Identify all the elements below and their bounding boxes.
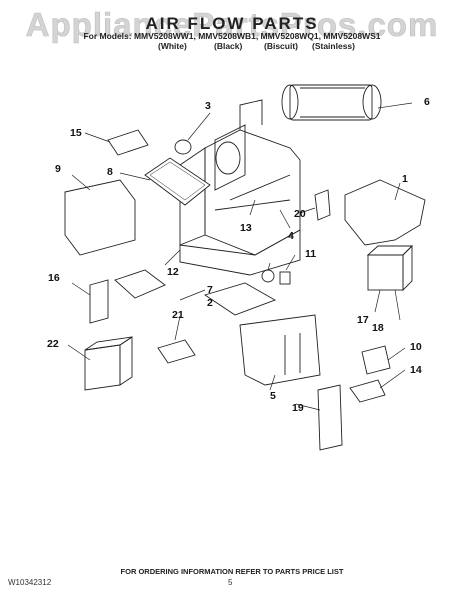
part-8-filter-panel [144,157,211,206]
callout-1: 1 [402,173,408,185]
part-22-housing [84,336,133,391]
callout-7: 7 [207,284,213,296]
callout-20: 20 [294,208,306,220]
cavity-frame [179,99,301,276]
callout-5: 5 [270,390,276,402]
callout-13: 13 [240,222,252,234]
watermark: AppliancePartsPros.com [25,6,439,44]
callout-22: 22 [47,338,59,350]
color-biscuit: (Biscuit) [264,41,298,51]
callout-2: 2 [207,297,213,309]
part-19-bracket [317,384,343,451]
part-5-control-panel [239,314,321,386]
part-11-socket [279,271,291,285]
part-4-lamp [261,269,275,283]
callout-9: 9 [55,163,61,175]
color-black: (Black) [214,41,243,51]
part-1-air-duct [344,179,426,246]
callout-15: 15 [70,127,82,139]
models-line: For Models: MMV5208WW1, MMV5208WB1, MMV5… [83,31,381,41]
page-title: AIR FLOW PARTS [145,14,319,33]
callout-18: 18 [372,322,384,334]
ordering-note: FOR ORDERING INFORMATION REFER TO PARTS … [120,567,344,576]
part-10-label [361,345,391,375]
part-20-plate [314,189,331,221]
callout-12: 12 [167,266,179,278]
part-16-bracket [89,279,109,324]
callout-16: 16 [48,272,60,284]
color-stainless: (Stainless) [312,41,355,51]
page-number: 5 [228,578,233,587]
callout-10: 10 [410,341,422,353]
color-white: (White) [158,41,187,51]
part-17-transformer [366,244,414,292]
callout-6: 6 [424,96,430,108]
part-21-pad [157,339,196,364]
part-15-plate [107,129,149,156]
callout-4: 4 [288,230,294,242]
callout-14: 14 [410,364,422,376]
part-6-blower-motor [281,84,382,121]
callout-11: 11 [305,248,317,260]
callout-3: 3 [205,100,211,112]
callout-17: 17 [357,314,369,326]
doc-number: W10342312 [8,578,52,587]
callout-21: 21 [172,309,184,321]
part-2-cover-plate [114,269,166,299]
part-9-vent-panel [64,179,136,256]
part-3-fan-blade [174,139,192,155]
part-7-light-panel [203,282,277,316]
part-14-clip [349,379,386,403]
callout-8: 8 [107,166,113,178]
callout-19: 19 [292,402,304,414]
